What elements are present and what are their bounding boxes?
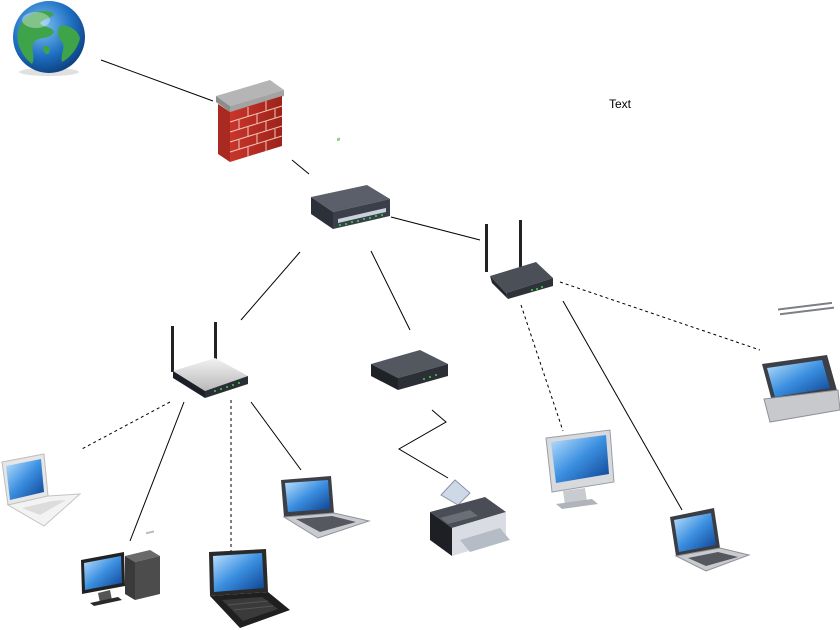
link-switch-hub (370, 250, 411, 331)
desktop-tower-icon (81, 530, 160, 606)
link-router-desktop (129, 401, 185, 542)
netbook-icon (281, 476, 371, 539)
handheld-device-icon (762, 301, 840, 423)
printer-icon (430, 479, 510, 556)
link-router-netbook (250, 401, 302, 471)
link-internet-firewall (100, 59, 214, 102)
link-switch-ap (390, 216, 481, 241)
wireless-router-icon (171, 322, 248, 398)
link-ap-laptop (562, 300, 683, 511)
brick-firewall-icon (216, 80, 284, 162)
link-router-laptop-white (79, 401, 171, 451)
hub-icon (371, 350, 448, 390)
link-ap-imac (520, 304, 564, 432)
laptop-icon (1, 453, 82, 527)
link-switch-router (240, 251, 301, 321)
link-hub-printer (398, 409, 449, 479)
link-firewall-switch (291, 159, 310, 175)
network-switch-icon (311, 137, 390, 229)
annotation-text: Text (609, 97, 632, 111)
laptop-icon (670, 508, 751, 572)
link-ap-pda (559, 281, 761, 351)
all-in-one-computer-icon (545, 429, 615, 509)
globe-icon (13, 1, 85, 76)
tablet-laptop-icon (209, 549, 290, 628)
wireless-access-point-icon (485, 220, 553, 299)
